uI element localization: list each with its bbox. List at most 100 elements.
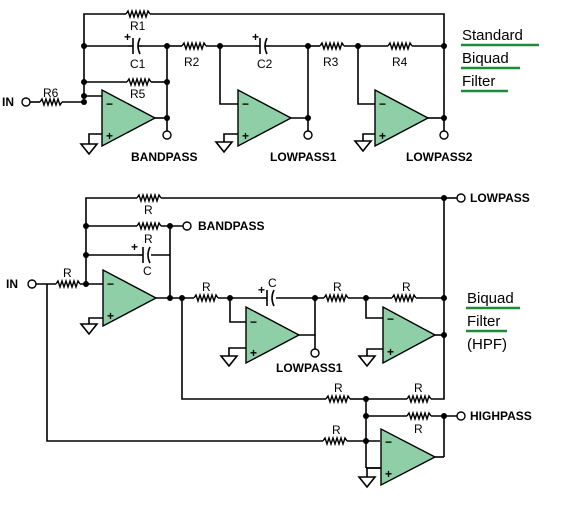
label-r-stage3: R bbox=[333, 280, 342, 294]
capacitor-stage2: + bbox=[258, 283, 275, 307]
resistor-in-sum bbox=[322, 435, 348, 447]
label-lowpass1: LOWPASS1 bbox=[270, 150, 337, 164]
label-lowpass2: LOWPASS2 bbox=[406, 150, 473, 164]
resistor-r4 bbox=[387, 40, 413, 52]
resistor-r2 bbox=[181, 40, 207, 52]
label-r3: R3 bbox=[323, 55, 339, 69]
opamp-hpf-stage1: − + bbox=[102, 268, 158, 328]
opamp-stage2-plus: + bbox=[242, 129, 249, 143]
standard-opamps: − + − + − + bbox=[101, 88, 430, 148]
label-bandpass: BANDPASS bbox=[131, 150, 197, 164]
label-hpf-lowpass1: LOWPASS1 bbox=[276, 361, 343, 375]
opamp-stage3-minus: − bbox=[379, 97, 386, 111]
terminal-bandpass bbox=[162, 130, 172, 140]
opamp-hpf-stage3-minus: − bbox=[387, 312, 394, 326]
capacitor-stage2-plus: + bbox=[258, 283, 265, 297]
resistor-r5 bbox=[126, 76, 152, 88]
resistor-in bbox=[55, 278, 81, 290]
resistor-stage2-in bbox=[193, 292, 219, 304]
ground-icon bbox=[353, 140, 373, 153]
capacitor-c2-plus: + bbox=[252, 30, 259, 44]
label-r-stage2: R bbox=[202, 280, 211, 294]
ground-icon bbox=[357, 476, 377, 489]
label-r-stage3-fb: R bbox=[402, 280, 411, 294]
opamp-hpf-stage2-plus: + bbox=[250, 346, 257, 360]
hpf-title-line1: Biquad bbox=[467, 290, 514, 307]
resistor-bp-sum bbox=[325, 393, 351, 405]
label-c-stage2: C bbox=[268, 276, 277, 290]
opamp-stage1-minus: − bbox=[106, 97, 113, 111]
standard-junctions bbox=[81, 43, 447, 121]
label-r-bp-sum: R bbox=[334, 381, 343, 395]
resistor-lowpass-fb bbox=[136, 192, 162, 204]
opamp-stage2: − + bbox=[237, 88, 293, 148]
label-r6: R6 bbox=[43, 86, 59, 100]
resistor-r3 bbox=[319, 40, 345, 52]
opamp-hpf-stage2: − + bbox=[245, 305, 301, 365]
opamp-hpf-stage3-plus: + bbox=[387, 345, 394, 359]
ground-icon bbox=[79, 143, 99, 156]
resistor-bandpass-fb bbox=[136, 220, 162, 232]
label-hpf-lowpass: LOWPASS bbox=[470, 191, 530, 205]
hpf-title-line3: (HPF) bbox=[467, 336, 507, 353]
label-hpf-highpass: HIGHPASS bbox=[470, 409, 532, 423]
opamp-stage1-plus: + bbox=[106, 129, 113, 143]
terminal-hpf-in bbox=[27, 279, 37, 289]
resistor-hp-fb bbox=[406, 410, 432, 422]
hpf-resistors bbox=[55, 192, 432, 447]
hpf-junctions bbox=[83, 195, 447, 444]
label-r-bandpass-fb: R bbox=[144, 232, 153, 246]
hpf-terminals bbox=[27, 193, 466, 421]
label-r-lowpass-fb: R bbox=[144, 203, 153, 217]
resistor-r1 bbox=[125, 8, 151, 20]
label-r2: R2 bbox=[184, 55, 200, 69]
hpf-opamps: − + − + − + − + bbox=[102, 268, 437, 487]
resistor-stage3-in bbox=[323, 292, 349, 304]
terminal-hpf-highpass bbox=[456, 411, 466, 421]
opamp-hpf-stage3: − + bbox=[382, 305, 437, 365]
opamp-stage2-minus: − bbox=[242, 97, 249, 111]
standard-title-line1: Standard bbox=[462, 27, 523, 44]
label-r1: R1 bbox=[130, 19, 146, 33]
hpf-capacitors: + + bbox=[131, 240, 275, 307]
standard-terminals bbox=[21, 97, 449, 140]
label-c-stage1: C bbox=[143, 264, 152, 278]
label-hpf-bandpass: BANDPASS bbox=[198, 219, 264, 233]
terminal-in bbox=[21, 97, 31, 107]
capacitor-c1: + bbox=[124, 30, 142, 55]
resistor-stage3-fb bbox=[391, 292, 417, 304]
ground-icon bbox=[79, 323, 99, 336]
capacitor-c1-plus: + bbox=[124, 30, 131, 44]
label-c2: C2 bbox=[257, 57, 273, 71]
capacitor-c2: + bbox=[252, 30, 269, 55]
label-in: IN bbox=[2, 95, 14, 109]
hpf-biquad-circuit: + + − + − + − + bbox=[6, 191, 532, 489]
opamp-hpf-stage4-plus: + bbox=[385, 467, 392, 481]
standard-capacitors: + + bbox=[124, 30, 269, 55]
terminal-hpf-bandpass bbox=[182, 221, 192, 231]
opamp-hpf-stage2-minus: − bbox=[250, 315, 257, 329]
opamp-hpf-stage1-minus: − bbox=[107, 277, 114, 291]
opamp-stage1: − + bbox=[101, 88, 157, 148]
terminal-lowpass2 bbox=[439, 130, 449, 140]
hpf-grounds bbox=[79, 323, 377, 489]
standard-grounds bbox=[79, 140, 373, 156]
label-c1: C1 bbox=[130, 57, 146, 71]
opamp-hpf-stage1-plus: + bbox=[107, 309, 114, 323]
terminal-hpf-lowpass1 bbox=[310, 348, 320, 358]
label-r-hp-fb: R bbox=[414, 422, 423, 436]
label-hpf-in: IN bbox=[6, 277, 18, 291]
standard-title-line3: Filter bbox=[462, 73, 495, 90]
terminal-lowpass1 bbox=[303, 130, 313, 140]
hpf-title-line2: Filter bbox=[467, 313, 500, 330]
standard-biquad-circuit: + + − + − + − bbox=[2, 8, 539, 164]
label-r5: R5 bbox=[130, 87, 146, 101]
ground-icon bbox=[214, 141, 234, 154]
opamp-stage3-plus: + bbox=[379, 129, 386, 143]
opamp-stage3: − + bbox=[374, 88, 430, 148]
hpf-title: Biquad Filter (HPF) bbox=[466, 290, 520, 353]
label-r-lp-sum: R bbox=[414, 381, 423, 395]
terminal-hpf-lowpass bbox=[456, 193, 466, 203]
resistor-r6 bbox=[39, 96, 63, 108]
